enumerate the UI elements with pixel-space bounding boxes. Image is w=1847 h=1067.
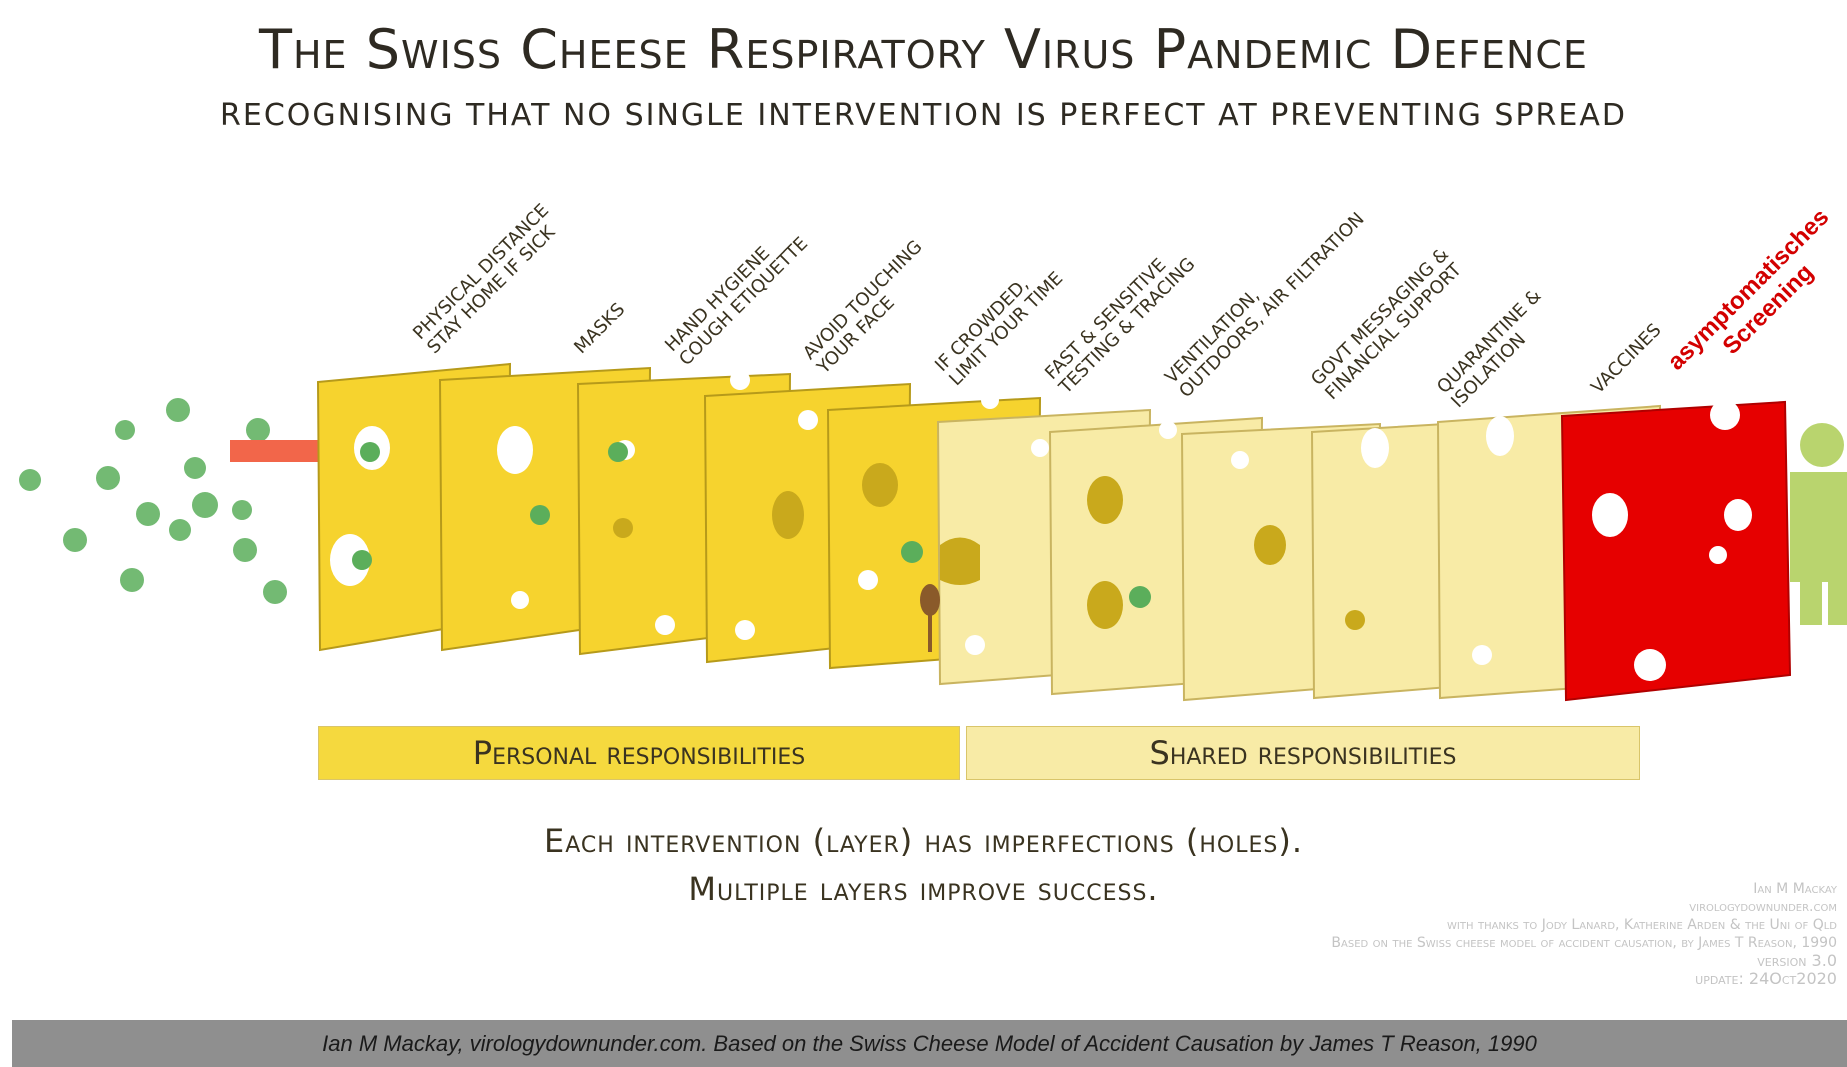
credits-block: Ian M Mackay virologydownunder.com with … bbox=[1331, 880, 1837, 988]
protected-person bbox=[1790, 423, 1847, 625]
credit-thanks: with thanks to Jody Lanard, Katherine Ar… bbox=[1331, 916, 1837, 934]
shared-responsibilities-banner: Shared responsibilities bbox=[966, 726, 1640, 780]
credit-version: version 3.0 bbox=[1331, 952, 1837, 970]
footer-attribution: Ian M Mackay, virologydownunder.com. Bas… bbox=[12, 1020, 1847, 1067]
credit-author: Ian M Mackay bbox=[1331, 880, 1837, 898]
layer-11-asymptomatic-screening bbox=[1562, 400, 1790, 700]
credit-based-on: Based on the Swiss cheese model of accid… bbox=[1331, 934, 1837, 952]
credit-site: virologydownunder.com bbox=[1331, 898, 1837, 916]
diagram-title: The Swiss Cheese Respiratory Virus Pande… bbox=[0, 18, 1847, 81]
swiss-cheese-illustration bbox=[0, 150, 1847, 710]
credit-update: update: 24Oct2020 bbox=[1331, 970, 1837, 988]
virus-cluster bbox=[19, 398, 287, 604]
caption-line-1: Each intervention (layer) has imperfecti… bbox=[0, 822, 1847, 860]
diagram-subtitle: RECOGNISING THAT NO SINGLE INTERVENTION … bbox=[0, 98, 1847, 133]
personal-responsibilities-banner: Personal responsibilities bbox=[318, 726, 960, 780]
